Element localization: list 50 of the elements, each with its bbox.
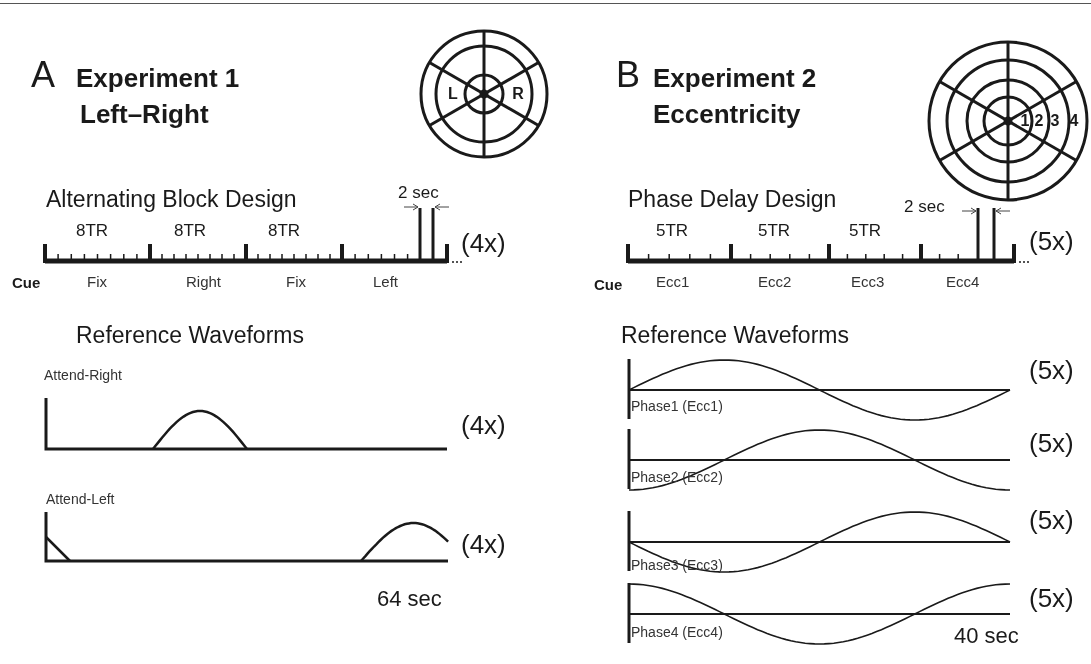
- sector-label: 1: [1020, 113, 1030, 129]
- sector-label: R: [512, 86, 524, 102]
- block-length-label: 8TR: [76, 221, 109, 239]
- waveform-label: Attend-Right: [44, 368, 122, 382]
- block-length-label: 8TR: [174, 221, 207, 239]
- waveform-label: Phase2 (Ecc2): [631, 470, 723, 484]
- experiment-heading: Experiment 2: [653, 65, 817, 91]
- block-length-label: 8TR: [268, 221, 301, 239]
- block-length-label: 5TR: [656, 221, 689, 239]
- repeat-count: (5x): [1029, 430, 1074, 456]
- sector-label: 4: [1069, 113, 1079, 129]
- gap-duration-label: 2 sec: [398, 183, 439, 201]
- condition-label: Ecc3: [851, 273, 885, 289]
- repeat-count: (5x): [1029, 357, 1074, 383]
- condition-label: Left: [373, 273, 399, 289]
- gap-duration-label: 2 sec: [904, 197, 945, 215]
- block-length-label: 5TR: [758, 221, 791, 239]
- condition-label: Right: [186, 273, 222, 289]
- repeat-count: (5x): [1029, 507, 1074, 533]
- repeat-count: (4x): [461, 412, 506, 438]
- repeat-count: (4x): [461, 230, 506, 256]
- condition-label: Ecc1: [656, 273, 690, 289]
- experiment-heading: Experiment 1: [76, 65, 240, 91]
- condition-label: Fix: [87, 273, 107, 289]
- sector-label: L: [448, 86, 458, 102]
- experiment-heading: Eccentricity: [653, 101, 801, 127]
- experiment-heading: Left–Right: [80, 101, 209, 127]
- sector-label: 3: [1050, 113, 1060, 129]
- sector-label: 2: [1034, 113, 1044, 129]
- panel-letter: A: [31, 57, 55, 93]
- repeat-count: (5x): [1029, 228, 1074, 254]
- duration-label: 40 sec: [954, 625, 1019, 647]
- duration-label: 64 sec: [377, 588, 442, 610]
- waveform-label: Attend-Left: [46, 492, 115, 506]
- condition-label: Ecc4: [946, 273, 980, 289]
- block-length-label: 5TR: [849, 221, 882, 239]
- repeat-count: (4x): [461, 531, 506, 557]
- design-title: Phase Delay Design: [628, 187, 837, 211]
- cue-label: Cue: [594, 276, 623, 292]
- waveform-label: Phase4 (Ecc4): [631, 625, 723, 639]
- panel-letter: B: [616, 57, 640, 93]
- waveform-label: Phase3 (Ecc3): [631, 558, 723, 572]
- waveform-label: Phase1 (Ecc1): [631, 399, 723, 413]
- cue-label: Cue: [12, 274, 41, 290]
- design-title: Alternating Block Design: [46, 187, 297, 211]
- repeat-count: (5x): [1029, 585, 1074, 611]
- condition-label: Fix: [286, 273, 306, 289]
- section-title: Reference Waveforms: [76, 323, 304, 347]
- condition-label: Ecc2: [758, 273, 792, 289]
- section-title: Reference Waveforms: [621, 323, 849, 347]
